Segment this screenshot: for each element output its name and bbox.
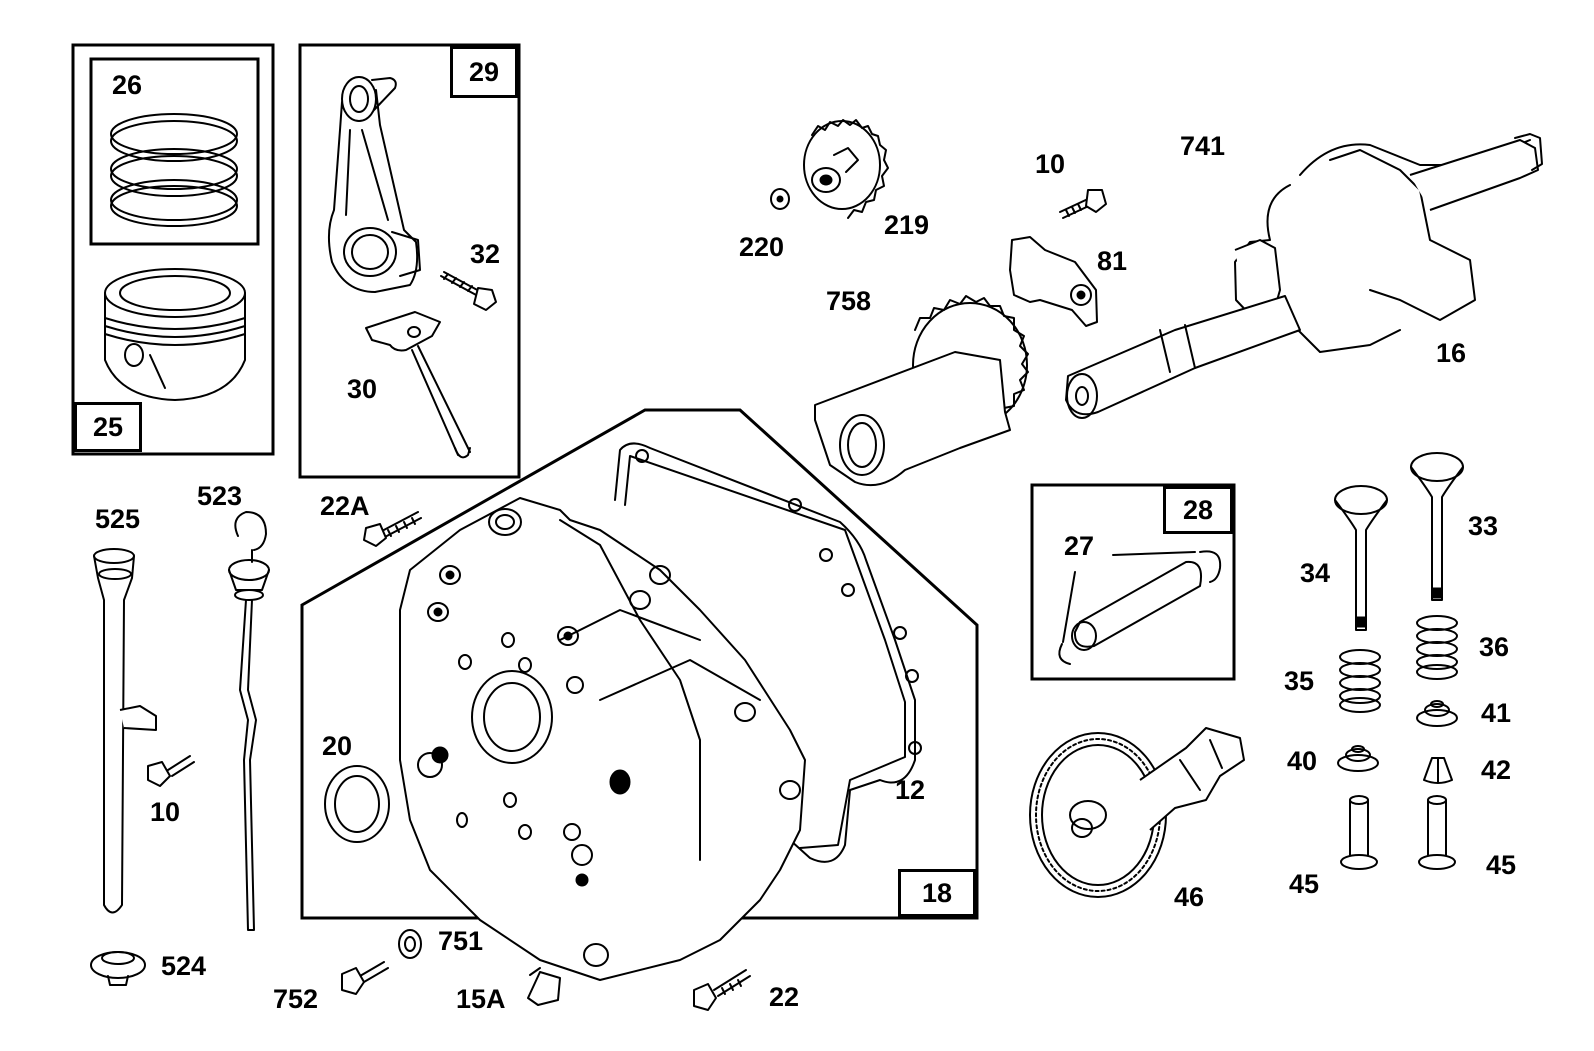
washer-751-drawing <box>398 929 422 959</box>
camshaft-46-drawing <box>1029 727 1245 898</box>
bolt-32-drawing <box>440 271 497 311</box>
group-label-18: 18 <box>898 869 976 917</box>
bolt-752-drawing <box>341 961 389 995</box>
part-label-20: 20 <box>322 731 353 761</box>
part-label-220: 220 <box>739 232 785 262</box>
part-label-758: 758 <box>826 286 872 316</box>
dipstick-523-drawing <box>228 511 270 931</box>
group-label-29: 29 <box>450 46 518 98</box>
part-label-41: 41 <box>1481 698 1512 728</box>
part-label-35: 35 <box>1284 666 1315 696</box>
bolt-22a-drawing <box>363 511 422 547</box>
part-label-45-right: 45 <box>1486 850 1517 880</box>
part-label-42: 42 <box>1481 755 1512 785</box>
bolt-10-top-drawing <box>1059 189 1107 219</box>
tappet-45-left-drawing <box>1340 795 1378 870</box>
part-label-16: 16 <box>1436 338 1467 368</box>
cap-524-drawing <box>90 951 146 986</box>
part-label-10-top: 10 <box>1035 149 1066 179</box>
part-label-524: 524 <box>161 951 207 981</box>
part-label-525: 525 <box>95 504 141 534</box>
crankcase-cover-drawing <box>399 497 806 981</box>
part-label-751: 751 <box>438 926 484 956</box>
part-label-12: 12 <box>895 775 926 805</box>
part-label-22: 22 <box>769 982 800 1012</box>
dipstick-tube-525-drawing <box>93 548 157 914</box>
part-label-36: 36 <box>1479 632 1510 662</box>
part-label-33: 33 <box>1468 511 1499 541</box>
wrist-pin-drawing <box>1058 550 1222 665</box>
piston-drawing <box>104 268 246 401</box>
part-label-752: 752 <box>273 984 319 1014</box>
connecting-rod-drawing <box>328 76 421 293</box>
piston-rings-drawing <box>110 113 238 227</box>
part-label-32: 32 <box>470 239 501 269</box>
part-label-46: 46 <box>1174 882 1205 912</box>
part-label-27: 27 <box>1064 531 1095 561</box>
part-label-523: 523 <box>197 481 243 511</box>
plug-15a-drawing <box>527 967 561 1006</box>
valve-34-drawing <box>1334 485 1388 631</box>
spring-35-drawing <box>1339 649 1381 713</box>
bracket-81-drawing <box>1009 236 1098 327</box>
part-label-30: 30 <box>347 374 378 404</box>
part-label-219: 219 <box>884 210 930 240</box>
part-label-22a: 22A <box>320 491 370 521</box>
gasket-12-drawing <box>614 442 922 863</box>
rod-group-box <box>298 43 521 479</box>
part-label-45-left: 45 <box>1289 869 1320 899</box>
tappet-45-right-drawing <box>1418 795 1456 870</box>
spring-36-drawing <box>1416 615 1458 680</box>
retainer-40-drawing <box>1337 745 1379 772</box>
part-label-26: 26 <box>112 70 143 100</box>
part-label-15a: 15A <box>456 984 506 1014</box>
oil-seal-20-drawing <box>324 765 390 843</box>
bolt-10-left-drawing <box>147 755 195 787</box>
crankcase-group-box <box>300 408 979 920</box>
pin-group-box <box>1030 483 1236 681</box>
group-label-25: 25 <box>74 402 142 452</box>
piston-group-box <box>71 43 275 456</box>
part-label-10-left: 10 <box>150 797 181 827</box>
part-label-81: 81 <box>1097 246 1128 276</box>
balancer-758-drawing <box>814 295 1029 486</box>
valve-33-drawing <box>1410 452 1464 601</box>
group-label-28: 28 <box>1163 486 1233 534</box>
retainer-41-drawing <box>1416 700 1458 727</box>
part-label-40: 40 <box>1287 746 1318 776</box>
gear-219-drawing <box>803 119 889 219</box>
part-label-34: 34 <box>1300 558 1331 588</box>
washer-220-drawing <box>770 188 790 210</box>
oil-dipper-30-drawing <box>365 311 471 459</box>
keeper-42-drawing <box>1423 757 1453 784</box>
crankshaft-16-drawing <box>1065 133 1543 419</box>
bolt-22-drawing <box>693 969 751 1011</box>
part-label-741: 741 <box>1180 131 1226 161</box>
